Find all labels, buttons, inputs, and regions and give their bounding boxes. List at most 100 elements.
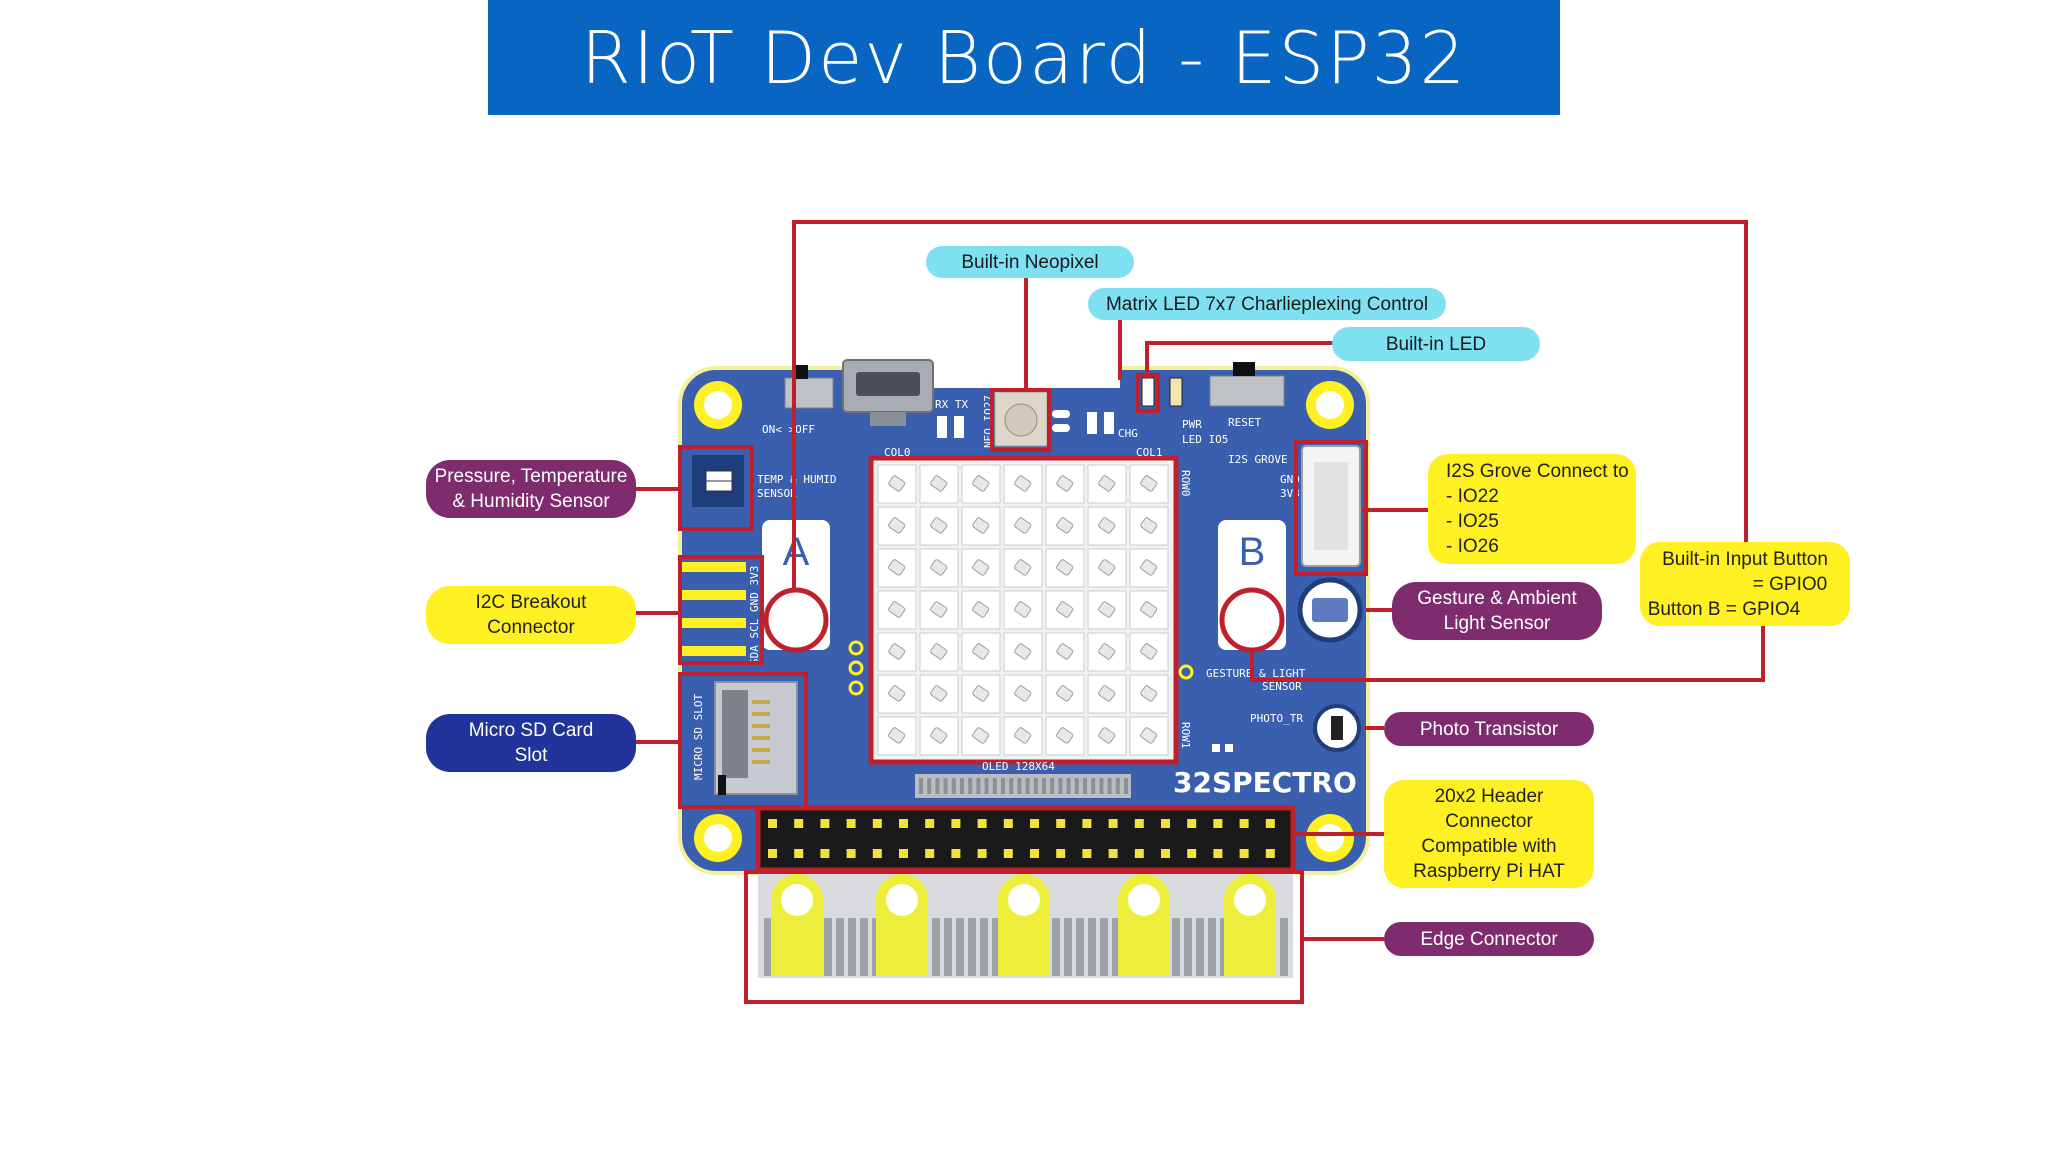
i2c-pads: SDA SCL GND 3V3 — [680, 562, 761, 665]
header-pin — [794, 819, 804, 828]
button-b-label: B — [1239, 530, 1266, 574]
header-line-1: 20x2 Header — [1434, 786, 1544, 807]
brand-text: 32SPECTRO — [1173, 766, 1357, 799]
header-line-3: Compatible with — [1421, 836, 1557, 857]
matrix-label-text: Matrix LED 7x7 Charlieplexing Control — [1105, 293, 1429, 315]
header-pin — [1213, 819, 1223, 828]
header-pin — [925, 819, 935, 828]
header-pin — [1265, 849, 1275, 858]
chg-silk: CHG — [1118, 427, 1138, 440]
header-pin — [846, 819, 856, 828]
header-pin — [872, 849, 882, 858]
photo-label: Photo Transistor — [1384, 712, 1594, 746]
header-pin — [951, 819, 961, 828]
led-matrix: COL0 COL1 ROW0 ROW1 — [868, 446, 1192, 765]
header-pin — [1003, 819, 1013, 828]
neopixel: NEO IO27 — [982, 391, 1070, 448]
i2s-label: I2S Grove Connect to - IO22 - IO25 - IO2… — [1428, 454, 1636, 564]
row0-silk: ROW0 — [1179, 470, 1192, 497]
i2c-line-2: Connector — [487, 617, 575, 638]
microsd-line-1: Micro SD Card — [468, 720, 594, 741]
gesture-silk: GESTURE & LIGHT — [1206, 667, 1306, 680]
usb-connector — [842, 359, 934, 426]
edge-label-text: Edge Connector — [1420, 928, 1558, 950]
switch-silk: ON< >OFF — [762, 423, 815, 436]
header-line-2: Connector — [1445, 811, 1533, 832]
builtin-leds: PWR LED IO5 — [1141, 377, 1228, 446]
header-pin — [1239, 819, 1249, 828]
header-pin — [977, 819, 987, 828]
edge-label: Edge Connector — [1384, 922, 1594, 956]
header-pin — [820, 849, 830, 858]
matrix-cells — [877, 464, 1169, 756]
button-a-label: A — [783, 530, 810, 574]
gesture-sensor: GESTURE & LIGHT SENSOR — [1206, 577, 1363, 693]
header-pin — [899, 819, 908, 828]
header-pin — [1082, 819, 1092, 828]
mounting-holes — [694, 381, 1354, 862]
header-pin — [1161, 819, 1170, 828]
row1-silk: ROW1 — [1179, 722, 1192, 749]
header-pin — [1030, 849, 1039, 858]
micro-sd-silk: MICRO SD SLOT — [692, 694, 705, 780]
header-pin — [1161, 849, 1170, 858]
header-pin — [1108, 819, 1118, 828]
builtin-led-label-text: Built-in LED — [1385, 333, 1487, 355]
header-pin — [1003, 849, 1013, 858]
input-button-line-1: Built-in Input Button — [1662, 548, 1828, 570]
temp-humid-silk: TEMP & HUMID — [757, 473, 836, 486]
matrix-led — [1045, 506, 1085, 546]
matrix-label: Matrix LED 7x7 Charlieplexing Control — [1088, 288, 1446, 320]
pressure-label: Pressure, Temperature & Humidity Sensor — [426, 460, 636, 518]
col0-silk: COL0 — [884, 446, 911, 459]
gesture-sensor-silk: SENSOR — [1262, 680, 1302, 693]
photo-label-text: Photo Transistor — [1419, 718, 1559, 740]
matrix-led — [1087, 716, 1127, 756]
sensor-silk: SENSOR — [757, 487, 797, 500]
header-pin — [768, 819, 777, 828]
header-line-4: Raspberry Pi HAT — [1413, 861, 1565, 882]
i2s-line-1: I2S Grove Connect to — [1446, 461, 1629, 482]
header-pin — [1082, 849, 1092, 858]
neopixel-label-text: Built-in Neopixel — [961, 251, 1099, 273]
button-b: B — [1218, 520, 1286, 653]
microsd-label: Micro SD Card Slot — [426, 714, 636, 772]
col1-silk: COL1 — [1136, 446, 1163, 459]
i2s-line-2: - IO22 — [1446, 486, 1499, 507]
photo-transistor: PHOTO_TR — [1212, 704, 1361, 752]
header-pin — [1134, 819, 1144, 828]
micro-sd-slot: MICRO SD SLOT — [692, 681, 798, 795]
header-pin — [846, 849, 856, 858]
matrix-led — [877, 464, 917, 504]
header-label: 20x2 Header Connector Compatible with Ra… — [1384, 780, 1594, 888]
header-pin — [1265, 819, 1275, 828]
photo-silk: PHOTO_TR — [1250, 712, 1303, 725]
input-button-line-2: = GPIO0 — [1752, 573, 1828, 595]
input-button-line-3: Button B = GPIO4 — [1647, 598, 1801, 620]
edge-connector — [758, 870, 1293, 978]
input-button-label: Built-in Input Button = GPIO0 Button B =… — [1640, 542, 1850, 626]
header-pin — [925, 849, 935, 858]
microsd-line-2: Slot — [514, 745, 548, 766]
gesture-label: Gesture & Ambient Light Sensor — [1392, 582, 1602, 640]
header-pin — [977, 849, 987, 858]
oled-header: OLED 128X64 — [915, 760, 1131, 798]
header-pin — [951, 849, 961, 858]
rx-tx-silk: RX TX — [935, 398, 968, 411]
i2c-line-1: I2C Breakout — [475, 592, 587, 613]
header-pin — [1187, 849, 1197, 858]
pwr-silk: PWR — [1182, 418, 1202, 431]
i2s-grove-silk: I2S GROVE — [1228, 453, 1288, 466]
builtin-led-label: Built-in LED — [1332, 327, 1540, 361]
neopixel-label: Built-in Neopixel — [926, 246, 1134, 278]
header-pin — [1030, 819, 1039, 828]
header-pin — [820, 819, 830, 828]
title-banner: RIoT Dev Board - ESP32 — [488, 0, 1560, 115]
i2c-label: I2C Breakout Connector — [426, 586, 636, 644]
page-title: RIoT Dev Board - ESP32 — [580, 15, 1468, 100]
callouts — [636, 220, 1765, 1004]
reset-switch: RESET — [1209, 362, 1285, 429]
i2s-line-4: - IO26 — [1446, 536, 1499, 557]
pressure-line-2: & Humidity Sensor — [452, 491, 610, 512]
header-pin — [1056, 819, 1066, 828]
